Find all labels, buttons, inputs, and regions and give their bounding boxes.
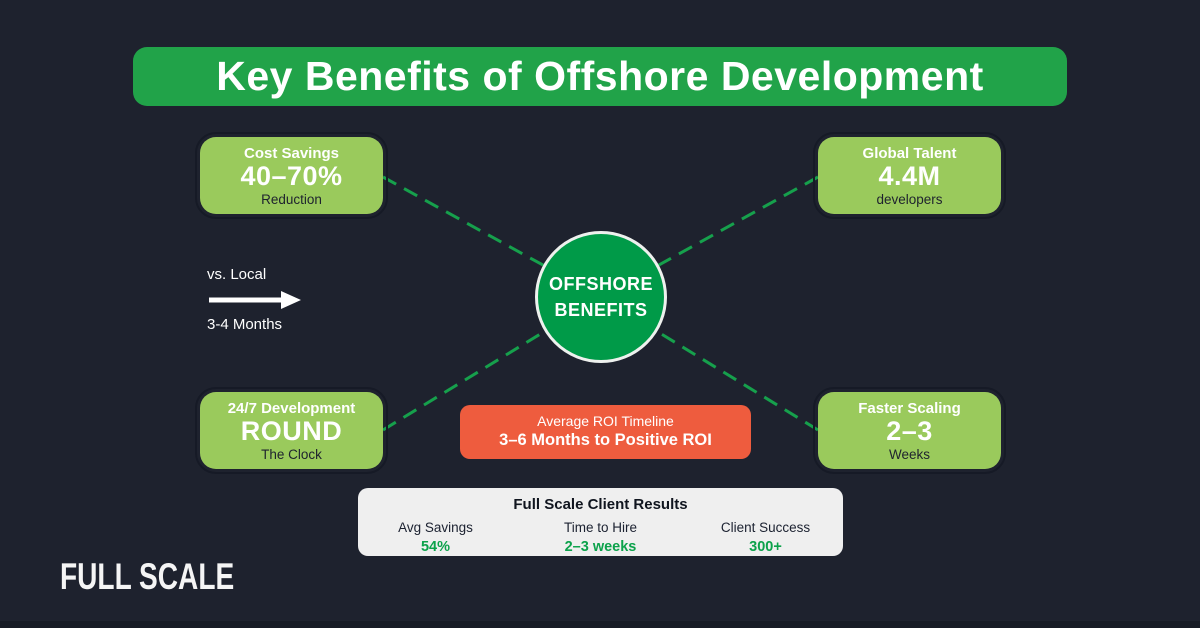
stat-label: Time to Hire <box>563 520 637 535</box>
card-caption: developers <box>876 191 943 207</box>
client-results-row: Avg Savings 54% Time to Hire 2–3 weeks C… <box>388 519 813 557</box>
connector-bottom-left <box>382 295 602 432</box>
stat-client-success: Client Success 300+ <box>718 519 813 557</box>
card-title: 24/7 Development <box>227 399 356 417</box>
central-node-line2: BENEFITS <box>554 300 648 320</box>
comparison-duration: 3-4 Months <box>207 316 283 333</box>
roi-timeline-banner: Average ROI Timeline 3–6 Months to Posit… <box>460 405 751 459</box>
stat-value: 300+ <box>749 538 782 555</box>
full-scale-logo: FULL SCALE <box>60 556 283 598</box>
card-caption: Weeks <box>888 446 930 462</box>
central-node-line1: OFFSHORE <box>548 273 653 294</box>
card-value: 2–3 <box>886 416 933 447</box>
comparison-label: vs. Local <box>207 266 267 283</box>
card-title: Faster Scaling <box>858 399 961 417</box>
right-arrow-icon <box>209 291 301 309</box>
stat-time-to-hire: Time to Hire 2–3 weeks <box>553 519 648 557</box>
connector-bottom-right <box>600 295 819 432</box>
stat-label: Client Success <box>720 520 811 535</box>
client-results-panel: Full Scale Client Results Avg Savings 54… <box>358 488 843 556</box>
card-caption: The Clock <box>261 446 322 462</box>
card-value: ROUND <box>240 416 343 447</box>
benefit-card-faster-scaling: Faster Scaling 2–3 Weeks <box>813 387 1006 474</box>
title-banner: Key Benefits of Offshore Development <box>133 47 1067 106</box>
card-title: Cost Savings <box>243 144 340 162</box>
stat-label: Avg Savings <box>398 520 473 535</box>
stat-value: 2–3 weeks <box>564 538 637 555</box>
stat-avg-savings: Avg Savings 54% <box>388 519 483 557</box>
benefit-card-cost-savings: Cost Savings 40–70% Reduction <box>195 132 388 219</box>
client-results-title: Full Scale Client Results <box>513 496 688 513</box>
stat-value: 54% <box>420 538 451 555</box>
card-title: Global Talent <box>862 144 957 162</box>
card-caption: Reduction <box>261 191 322 207</box>
comparison-annotation: vs. Local 3-4 Months <box>207 266 303 333</box>
bottom-edge-strip <box>0 621 1200 628</box>
card-value: 40–70% <box>240 161 343 192</box>
benefit-card-247-development: 24/7 Development ROUND The Clock <box>195 387 388 474</box>
central-node-offshore-benefits: OFFSHORE BENEFITS <box>535 231 667 363</box>
connector-top-left <box>382 175 602 299</box>
full-scale-logo-text: FULL SCALE <box>60 555 235 598</box>
card-value: 4.4M <box>878 161 941 192</box>
page-title: Key Benefits of Offshore Development <box>216 53 984 99</box>
roi-value: 3–6 Months to Positive ROI <box>499 431 712 450</box>
roi-title: Average ROI Timeline <box>537 413 674 430</box>
benefit-card-global-talent: Global Talent 4.4M developers <box>813 132 1006 219</box>
